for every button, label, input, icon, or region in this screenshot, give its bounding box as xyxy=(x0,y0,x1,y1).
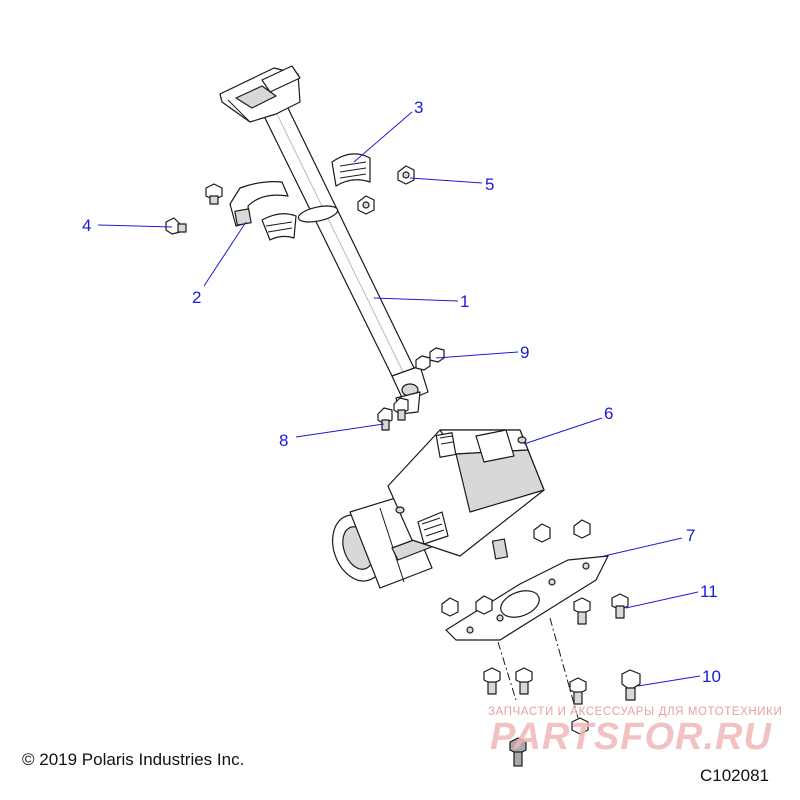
callout-labels: 1 2 3 4 5 6 7 8 9 10 11 xyxy=(82,98,721,686)
bolts-8 xyxy=(377,397,409,431)
callout-3: 3 xyxy=(414,98,423,117)
leader-lines xyxy=(97,111,701,687)
callout-9: 9 xyxy=(520,343,529,362)
callout-8: 8 xyxy=(279,431,288,450)
lower-bolts xyxy=(509,717,589,767)
callout-1: 1 xyxy=(460,292,469,311)
callout-7: 7 xyxy=(686,526,695,545)
nuts-9 xyxy=(415,347,445,371)
bolts-10 xyxy=(483,667,641,705)
plate-nuts xyxy=(441,519,591,617)
callout-10: 10 xyxy=(702,667,721,686)
watermark-brand: PARTSFOR.RU xyxy=(490,716,772,758)
upper-bolt xyxy=(205,183,223,205)
steering-bushing xyxy=(331,153,371,187)
figure-id: C102081 xyxy=(700,766,770,785)
callout-6: 6 xyxy=(604,404,613,423)
callout-4: 4 xyxy=(82,216,91,235)
flange-nut-5 xyxy=(397,165,415,185)
callout-2: 2 xyxy=(192,288,201,307)
mounting-plate xyxy=(445,555,609,641)
callout-5: 5 xyxy=(485,175,494,194)
flange-nut-upper xyxy=(357,195,375,215)
steering-column-shaft xyxy=(219,65,429,415)
clamp-bracket xyxy=(229,181,297,241)
alignment-lines xyxy=(497,617,579,719)
copyright-notice: © 2019 Polaris Industries Inc. xyxy=(22,750,245,769)
watermark-tagline: ЗАПЧАСТИ И АКСЕССУАРЫ ДЛЯ МОТОТЕХНИКИ xyxy=(488,706,783,718)
power-steering-unit xyxy=(332,429,545,589)
flange-bolt-4 xyxy=(165,217,187,235)
callout-11: 11 xyxy=(700,582,718,601)
bolts-11 xyxy=(573,593,629,625)
